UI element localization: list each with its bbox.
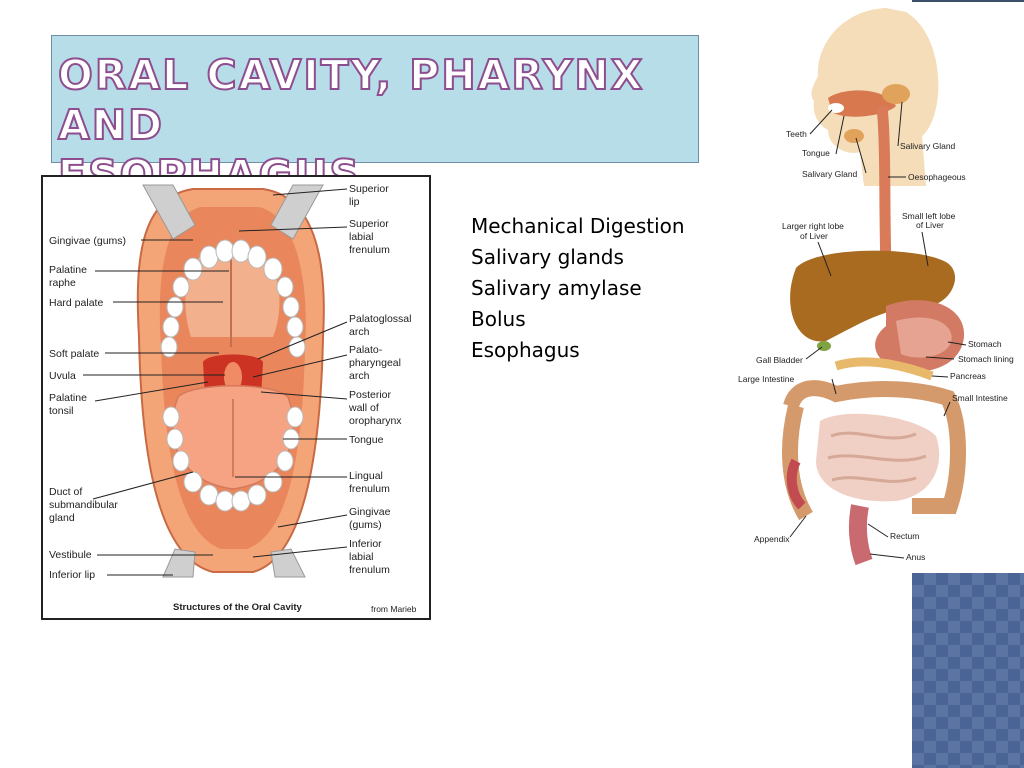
label-tongue: Tongue	[349, 434, 384, 446]
label-oesophageous: Oesophageous	[908, 172, 966, 182]
digestive-system-illustration: Teeth Tongue Salivary Gland Salivary Gla…	[738, 8, 1014, 566]
label-large-intestine: Large Intestine	[738, 374, 795, 384]
label-superior-frenulum-2: labial	[349, 231, 374, 243]
label-gingivae-right-2: (gums)	[349, 519, 382, 531]
label-left-liver-lobe-1: Small left lobe	[902, 211, 956, 221]
label-inferior-frenulum-1: Inferior	[349, 538, 382, 550]
title-box: Oral cavity, pharynx and esophagus	[51, 35, 699, 200]
label-salivary-gland-upper: Salivary Gland	[900, 141, 956, 151]
label-palatopharyngeal-3: arch	[349, 370, 370, 382]
label-gall-bladder: Gall Bladder	[756, 355, 803, 365]
label-inferior-frenulum-2: labial	[349, 551, 374, 563]
label-hard-palate: Hard palate	[49, 297, 103, 309]
bullet-item: Bolus	[471, 307, 526, 331]
label-superior-lip-2: lip	[349, 196, 360, 208]
decorative-corner-panel	[912, 573, 1024, 768]
figure-caption: Structures of the Oral Cavity	[173, 602, 303, 613]
label-teeth: Teeth	[786, 129, 807, 139]
label-inferior-frenulum-3: frenulum	[349, 564, 390, 576]
label-palatine-raphe-1: Palatine	[49, 264, 87, 276]
label-left-liver-lobe-2: of Liver	[916, 220, 944, 230]
label-vestibule: Vestibule	[49, 549, 92, 561]
label-posterior-wall-1: Posterior	[349, 389, 392, 401]
label-posterior-wall-3: oropharynx	[349, 415, 402, 427]
label-palatopharyngeal-1: Palato-	[349, 344, 383, 356]
label-gingivae: Gingivae (gums)	[49, 235, 126, 247]
label-duct-1: Duct of	[49, 486, 82, 498]
digestive-system-figure: Teeth Tongue Salivary Gland Salivary Gla…	[736, 6, 1024, 566]
label-tongue: Tongue	[802, 148, 830, 158]
label-palatine-raphe-2: raphe	[49, 277, 76, 289]
figure-credit: from Marieb	[371, 604, 417, 614]
label-stomach-lining: Stomach lining	[958, 354, 1014, 364]
label-small-intestine: Small Intestine	[952, 393, 1008, 403]
label-lingual-frenulum-1: Lingual	[349, 470, 383, 482]
bullet-item: Salivary glands	[471, 245, 624, 269]
label-right-liver-lobe-2: of Liver	[800, 231, 828, 241]
label-superior-lip-1: Superior	[349, 183, 389, 195]
label-superior-frenulum-3: frenulum	[349, 244, 390, 256]
label-superior-frenulum-1: Superior	[349, 218, 389, 230]
oral-cavity-illustration: Gingivae (gums) Palatine raphe Hard pala…	[49, 183, 417, 614]
label-palatopharyngeal-2: pharyngeal	[349, 357, 401, 369]
label-palatoglossal-2: arch	[349, 326, 370, 338]
label-inferior-lip: Inferior lip	[49, 569, 95, 581]
bullet-list: Mechanical Digestion Salivary glands Sal…	[471, 211, 685, 366]
title-line-1: Oral cavity, pharynx and	[57, 50, 645, 150]
label-duct-3: gland	[49, 512, 75, 524]
bullet-item: Esophagus	[471, 338, 580, 362]
label-uvula: Uvula	[49, 370, 76, 382]
decorative-top-bar	[912, 0, 1024, 2]
oral-cavity-figure: Gingivae (gums) Palatine raphe Hard pala…	[41, 175, 431, 620]
label-posterior-wall-2: wall of	[348, 402, 379, 414]
label-palatoglossal-1: Palatoglossal	[349, 313, 411, 325]
label-lingual-frenulum-2: frenulum	[349, 483, 390, 495]
label-appendix: Appendix	[754, 534, 790, 544]
label-anus: Anus	[906, 552, 925, 562]
label-stomach: Stomach	[968, 339, 1002, 349]
bullet-item: Mechanical Digestion	[471, 214, 685, 238]
label-palatine-tonsil-2: tonsil	[49, 405, 74, 417]
label-pancreas: Pancreas	[950, 371, 986, 381]
label-rectum: Rectum	[890, 531, 919, 541]
label-duct-2: submandibular	[49, 499, 118, 511]
bullet-item: Salivary amylase	[471, 276, 642, 300]
label-right-liver-lobe-1: Larger right lobe	[782, 221, 844, 231]
label-soft-palate: Soft palate	[49, 348, 99, 360]
label-palatine-tonsil-1: Palatine	[49, 392, 87, 404]
label-salivary-gland-lower: Salivary Gland	[802, 169, 858, 179]
label-gingivae-right-1: Gingivae	[349, 506, 391, 518]
